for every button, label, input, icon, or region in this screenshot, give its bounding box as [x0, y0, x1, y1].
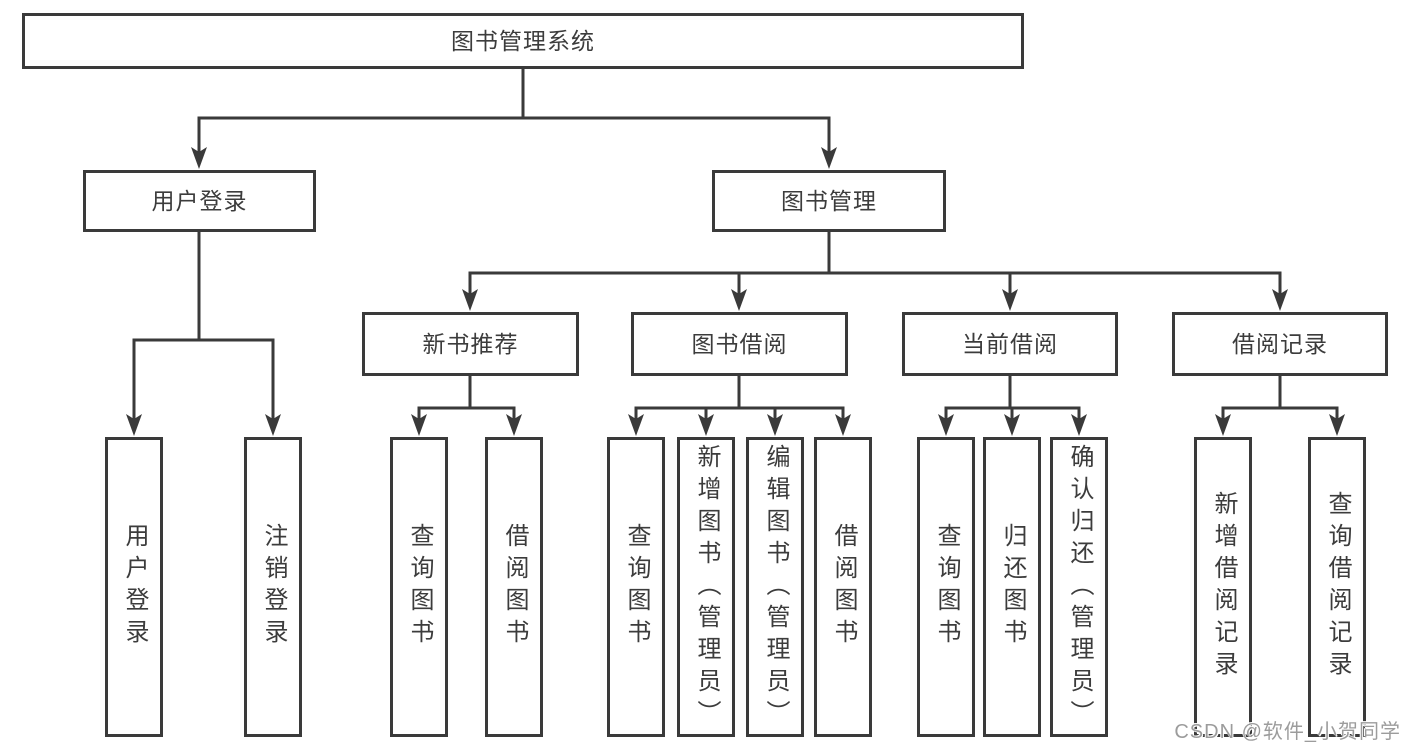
- leaf-logout: 注销登录: [244, 437, 302, 737]
- leaf-query-books-current: 查询图书: [917, 437, 975, 737]
- node-root: 图书管理系统: [22, 13, 1024, 69]
- node-current-borrow: 当前借阅: [902, 312, 1118, 376]
- leaf-add-book-admin: 新增图书（管理员）: [677, 437, 735, 737]
- leaf-query-books-recommend: 查询图书: [390, 437, 448, 737]
- leaf-add-borrow-record: 新增借阅记录: [1194, 437, 1252, 737]
- leaf-user-login: 用户登录: [105, 437, 163, 737]
- leaf-edit-book-admin: 编辑图书（管理员）: [746, 437, 804, 737]
- node-book-borrow: 图书借阅: [631, 312, 848, 376]
- node-borrow-records: 借阅记录: [1172, 312, 1388, 376]
- leaf-borrow-books: 借阅图书: [814, 437, 872, 737]
- watermark: CSDN @软件_小贺同学: [1174, 721, 1401, 743]
- leaf-query-borrow-record: 查询借阅记录: [1308, 437, 1366, 737]
- leaf-query-books-borrow: 查询图书: [607, 437, 665, 737]
- node-new-book-recommend: 新书推荐: [362, 312, 579, 376]
- leaf-borrow-books-recommend: 借阅图书: [485, 437, 543, 737]
- leaf-return-books: 归还图书: [983, 437, 1041, 737]
- leaf-confirm-return-admin: 确认归还（管理员）: [1050, 437, 1108, 737]
- node-book-management: 图书管理: [712, 170, 946, 232]
- node-user-login: 用户登录: [83, 170, 316, 232]
